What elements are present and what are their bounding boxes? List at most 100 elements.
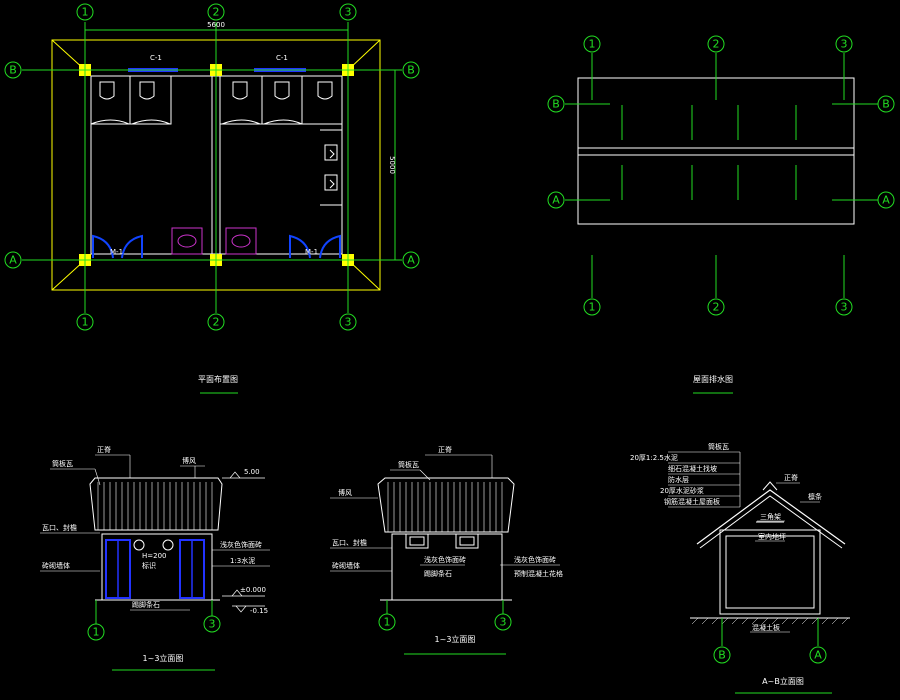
section-label-1: 筒板瓦 [708,442,729,451]
section-ground-hatch [691,617,849,625]
section-label-3: 细石混凝土找坡 [668,464,717,473]
front-sign-icon [133,539,145,551]
front-lintel-label: H=200 [142,552,167,560]
axis-label: 2 [213,6,220,19]
axis-label: 2 [213,316,220,329]
axis-label: B [407,64,415,77]
axis-label: 1 [82,6,89,19]
section-label-inner: 室内地坪 [758,532,786,541]
plan-sink-bowl [177,234,197,248]
axis-label: B [552,98,560,111]
plan-stalls-left [90,75,172,125]
front-title: 1~3立面图 [143,653,184,663]
axis-label: 2 [713,301,720,314]
back-label-wall-opening: 瓦口、封檐 [332,538,367,547]
back-elevation: 正脊 筒板瓦 博风 瓦口、封檐 砖砌墙体 浅灰色饰面砖 踢脚条石 浅灰色饰面砖 … [330,445,563,655]
axis-label: B [718,649,726,662]
back-title: 1~3立面图 [435,634,476,644]
axis-label: 1 [82,316,89,329]
back-label-ridge: 正脊 [438,445,452,454]
plan-axis-top: 1 2 3 [76,3,357,21]
front-elev-top: 5.00 [244,468,260,476]
front-elev-low: -0.15 [250,607,268,615]
back-label-side-wall: 砖砌墙体 [332,561,360,570]
plan-door [319,234,341,259]
front-sign-icon [162,539,174,551]
axis-label: 3 [209,618,216,631]
axis-label: B [9,64,17,77]
plan-axis-lines [22,22,402,313]
axis-label: 1 [384,616,391,629]
front-elev-zero: ±0.000 [240,586,266,594]
back-label-note1: 浅灰色饰面砖 [424,555,466,564]
section-label-6: 钢筋混凝土屋面板 [664,497,720,506]
back-label-roof-tile: 筒板瓦 [398,460,419,469]
plan-axis-left: B A [4,61,22,269]
plan-stalls-right [219,75,343,206]
plan-axis-right: B A [402,61,420,269]
back-label-eave: 博风 [338,488,352,497]
plan-window-tag: C-1 [276,54,288,62]
front-roof [89,477,223,531]
drain-title: 屋面排水图 [693,374,733,384]
back-leaders [330,454,560,572]
plan-sink-bowl [231,234,251,248]
axis-label: 3 [345,6,352,19]
front-label-note1: 浅灰色饰面砖 [220,540,262,549]
front-label-ridge: 正脊 [97,445,111,454]
front-label-eave: 博风 [182,456,196,465]
plan-dim-horizontal: 5600 [207,21,225,29]
back-vent [455,533,479,549]
plan-sink [225,227,257,255]
section-walls [719,529,821,615]
back-vent-inner [409,536,425,546]
roof-drainage-plan: 1 2 3 1 2 3 B A B A 屋面排水图 [547,35,895,394]
section-label-4: 防水层 [668,475,689,484]
section-label-5: 20厚水泥砂浆 [660,486,704,495]
back-roof-tiles [387,482,503,532]
drain-axis-lines [565,53,878,298]
section-roof [696,489,846,545]
section-elevation: 筒板瓦 20厚1:2.5水泥 细石混凝土找坡 防水层 20厚水泥砂浆 钢筋混凝土… [630,442,850,694]
section-label-ridge: 正脊 [784,473,798,482]
front-label-base: 踢脚条石 [132,600,160,609]
axis-label: 1 [93,626,100,639]
back-roof [377,477,515,533]
plan-axis-bottom: 1 2 3 [76,313,357,331]
plan-sink [171,227,203,255]
section-ridge [762,481,778,491]
drain-axis-left: B A [547,95,565,209]
back-vent [405,533,429,549]
front-label-side-wall: 砖砌墙体 [42,561,70,570]
axis-label: A [407,254,415,267]
axis-label: 1 [589,38,596,51]
axis-label: 1 [589,301,596,314]
axis-label: 3 [500,616,507,629]
axis-label: A [882,194,890,207]
plan-door [289,234,311,259]
axis-label: 2 [713,38,720,51]
front-roof-tiles [97,482,213,530]
section-title: A~B立面图 [762,676,804,686]
front-sign-label: 标识 [142,561,156,570]
back-label-note4: 预制混凝土花格 [514,569,563,578]
back-label-note3: 浅灰色饰面砖 [514,555,556,564]
axis-label: B [882,98,890,111]
back-vent-inner [459,536,475,546]
plan-door [92,234,114,259]
drain-axis-right: B A [877,95,895,209]
axis-label: 3 [841,38,848,51]
axis-label: 3 [841,301,848,314]
back-label-note2: 踢脚条石 [424,569,452,578]
axis-label: A [814,649,822,662]
drain-gutter-marks [621,105,797,200]
plan-dim-vertical: 5000 [388,156,396,174]
front-leaders [40,454,270,611]
front-elevation: H=200 标识 正脊 筒板瓦 博风 瓦口、封檐 砖砌墙体 浅灰色饰面砖 1:3… [40,445,270,671]
floor-plan: C-1 C-1 [4,3,420,394]
section-inner [725,535,815,609]
section-label-beam: 三角架 [760,512,781,521]
axis-label: A [9,254,17,267]
front-label-roof-tile: 筒板瓦 [52,459,73,468]
